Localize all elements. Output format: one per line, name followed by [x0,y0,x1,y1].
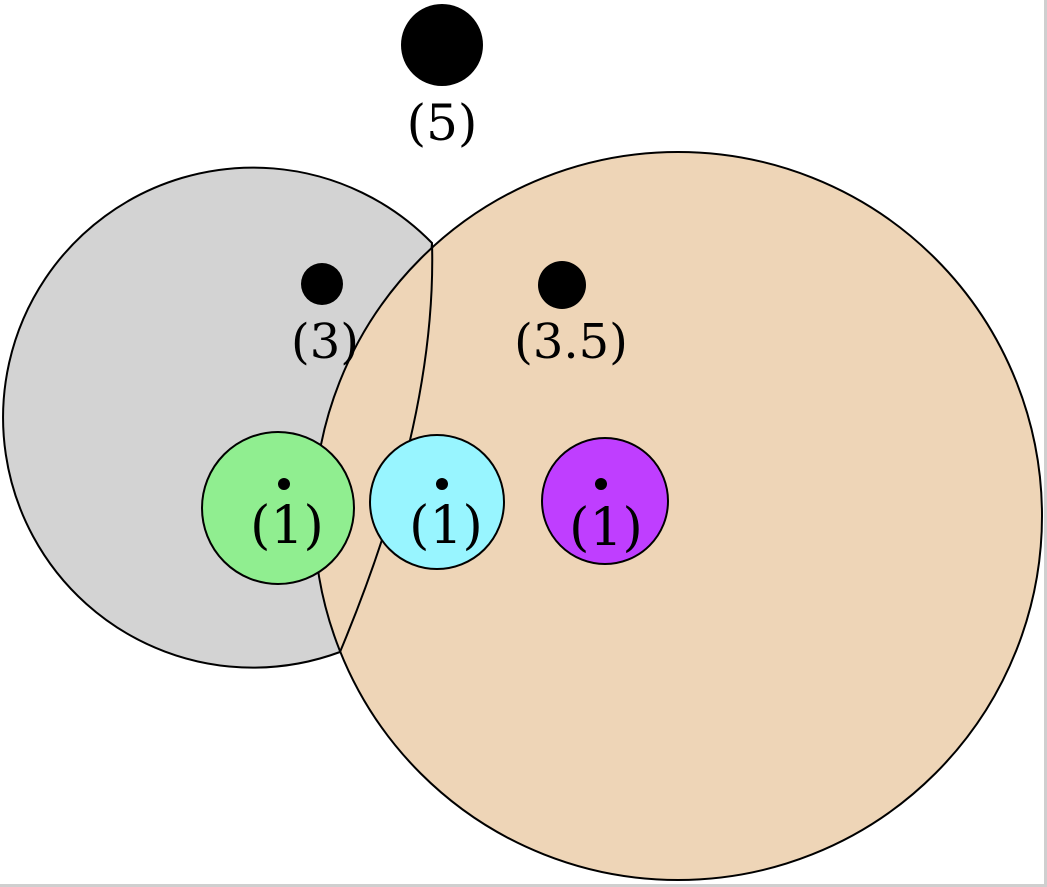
top-label: (5) [407,94,478,152]
green-dot [278,478,290,490]
frame-edge-bottom [0,884,1047,887]
green-node [201,431,355,585]
gray-dot [301,263,343,305]
cyan-node [369,434,505,570]
purple-node [541,437,669,565]
top-dot [401,4,483,86]
purple-label: (1) [569,498,643,558]
tan-dot [538,261,586,309]
gray-label: (3) [291,314,359,370]
region-boundary [339,242,434,653]
cyan-dot [436,478,448,490]
green-label: (1) [250,496,324,556]
tan-label: (3.5) [514,314,628,370]
cyan-label: (1) [409,496,483,556]
frame-edge-right [1044,0,1047,887]
purple-dot [595,478,607,490]
